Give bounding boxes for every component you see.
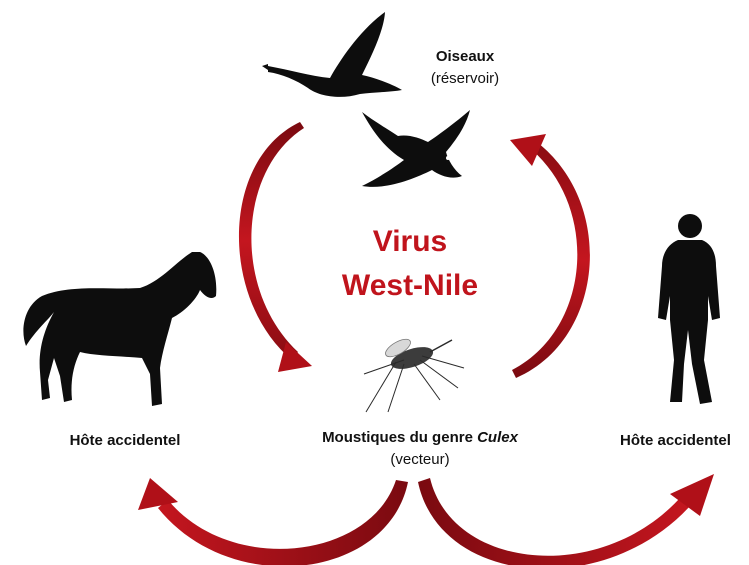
- arrow-mosquito-to-human: [418, 474, 714, 565]
- virus-name-line2: West-Nile: [300, 266, 520, 306]
- birds-subtitle: (réservoir): [405, 69, 525, 89]
- horse-host-label: Hôte accidentel: [45, 431, 205, 451]
- virus-name-line1: Virus: [300, 222, 520, 262]
- horse-icon: [23, 252, 216, 406]
- human-icon: [658, 214, 720, 404]
- human-host-label: Hôte accidentel: [620, 431, 749, 451]
- mosquito-title: Moustiques du genre Culex: [290, 428, 550, 448]
- mosquito-icon: [364, 336, 464, 412]
- flying-goose-icon: [262, 12, 402, 97]
- mosquito-subtitle: (vecteur): [360, 450, 480, 470]
- mosquito-title-prefix: Moustiques du genre: [322, 429, 477, 446]
- dove-icon: [362, 110, 470, 187]
- mosquito-genus: Culex: [477, 429, 518, 446]
- arrow-mosquito-to-horse: [138, 478, 408, 565]
- arrow-mosquito-to-birds: [510, 134, 590, 378]
- birds-title: Oiseaux: [410, 47, 520, 67]
